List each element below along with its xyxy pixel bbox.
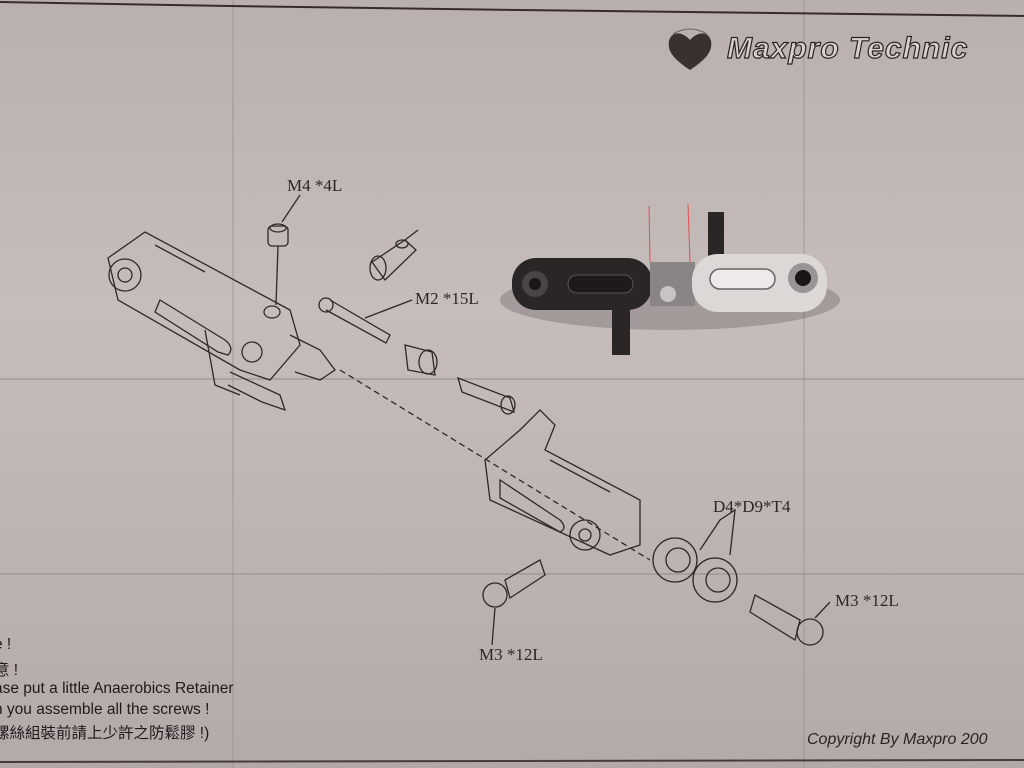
blade-grip-left xyxy=(107,231,336,412)
note-line: n you assemble all the screws ! xyxy=(0,701,210,718)
bolt-left xyxy=(482,559,546,646)
bolt-right xyxy=(749,594,831,646)
note-line: 螺絲組裝前請上少許之防鬆膠 !) xyxy=(0,725,210,742)
heart-logo-icon xyxy=(668,28,712,70)
label-bolt-right: M3 *12L xyxy=(835,591,899,610)
pin xyxy=(318,297,413,344)
set-screw xyxy=(267,194,301,306)
copyright-text: Copyright By Maxpro 200 xyxy=(807,731,988,748)
head-block-photo xyxy=(500,212,840,355)
bearings xyxy=(652,508,738,603)
spindle-collar xyxy=(369,229,419,281)
red-marker-lines xyxy=(648,203,691,263)
spacer xyxy=(404,344,516,415)
label-bolt-left: M3 *12L xyxy=(479,645,543,664)
brand-title: Maxpro Technic xyxy=(726,31,969,65)
blade-grip-right xyxy=(484,409,641,556)
note-line: 意 ! xyxy=(0,662,19,679)
label-pin: M2 *15L xyxy=(415,289,479,308)
fold-line xyxy=(803,0,805,768)
label-bearings: D4*D9*T4 xyxy=(713,497,791,516)
brand-header: Maxpro Technic xyxy=(665,24,968,74)
fold-line xyxy=(0,378,1024,380)
fold-line xyxy=(0,573,1024,575)
label-set-screw: M4 *4L xyxy=(287,176,343,195)
note-line: ase put a little Anaerobics Retainer xyxy=(0,680,234,697)
fold-line xyxy=(232,0,234,768)
note-line: e ! xyxy=(0,636,12,653)
